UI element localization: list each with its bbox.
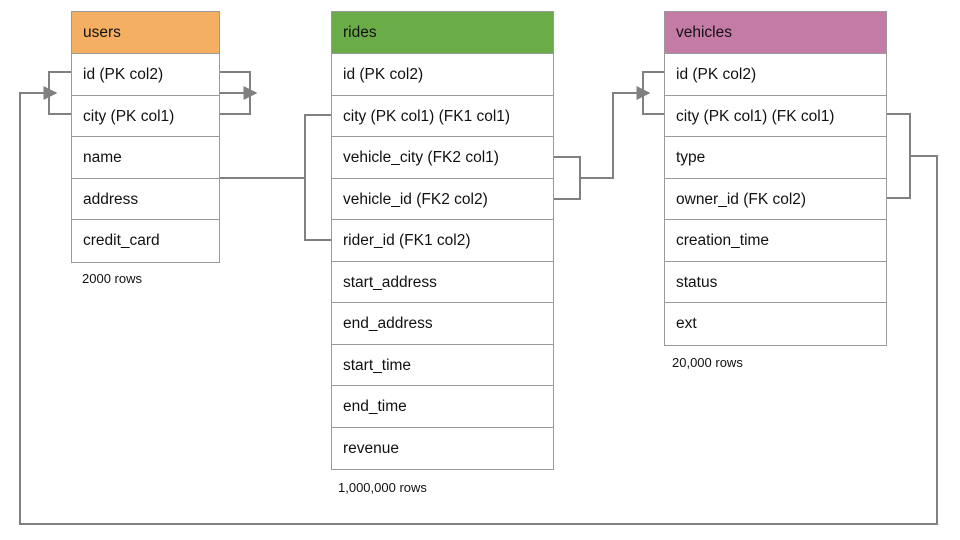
field-row[interactable]: vehicle_id (FK2 col2) [332, 178, 553, 220]
users-right-bracket [220, 71, 251, 115]
field-row[interactable]: id (PK col2) [72, 54, 219, 96]
field-row[interactable]: creation_time [665, 220, 886, 262]
field-row[interactable]: id (PK col2) [332, 54, 553, 96]
field-row[interactable]: credit_card [72, 220, 219, 262]
field-row[interactable]: end_time [332, 386, 553, 428]
entity-vehicles-title: vehicles [665, 12, 886, 54]
field-row[interactable]: start_address [332, 261, 553, 303]
vehicles-fk-bracket [887, 113, 911, 199]
entity-rides-row-count: 1,000,000 rows [338, 480, 427, 495]
entity-rides[interactable]: rides id (PK col2) city (PK col1) (FK1 c… [331, 11, 554, 470]
entity-rides-title: rides [332, 12, 553, 54]
entity-vehicles[interactable]: vehicles id (PK col2) city (PK col1) (FK… [664, 11, 887, 346]
relationship-rides-fk1-to-users [217, 86, 305, 179]
vehicles-left-bracket [642, 71, 664, 115]
field-row[interactable]: status [665, 261, 886, 303]
entity-users-title: users [72, 12, 219, 54]
field-row[interactable]: city (PK col1) (FK1 col1) [332, 95, 553, 137]
field-row[interactable]: type [665, 137, 886, 179]
field-row[interactable]: address [72, 178, 219, 220]
field-row[interactable]: end_address [332, 303, 553, 345]
rides-fk1-bracket [304, 114, 331, 241]
entity-users-row-count: 2000 rows [82, 271, 142, 286]
users-left-bracket [48, 71, 71, 115]
entity-vehicles-row-count: 20,000 rows [672, 355, 743, 370]
relationship-rides-fk2-to-vehicles [580, 86, 651, 179]
field-row[interactable]: city (PK col1) (FK col1) [665, 95, 886, 137]
field-row[interactable]: id (PK col2) [665, 54, 886, 96]
field-row[interactable]: owner_id (FK col2) [665, 178, 886, 220]
field-row[interactable]: revenue [332, 427, 553, 469]
field-row[interactable]: rider_id (FK1 col2) [332, 220, 553, 262]
field-row[interactable]: vehicle_city (FK2 col1) [332, 137, 553, 179]
rides-fk2-bracket [554, 156, 581, 200]
field-row[interactable]: city (PK col1) [72, 95, 219, 137]
field-row[interactable]: ext [665, 303, 886, 345]
field-row[interactable]: start_time [332, 344, 553, 386]
entity-users[interactable]: users id (PK col2) city (PK col1) name a… [71, 11, 220, 263]
field-row[interactable]: name [72, 137, 219, 179]
